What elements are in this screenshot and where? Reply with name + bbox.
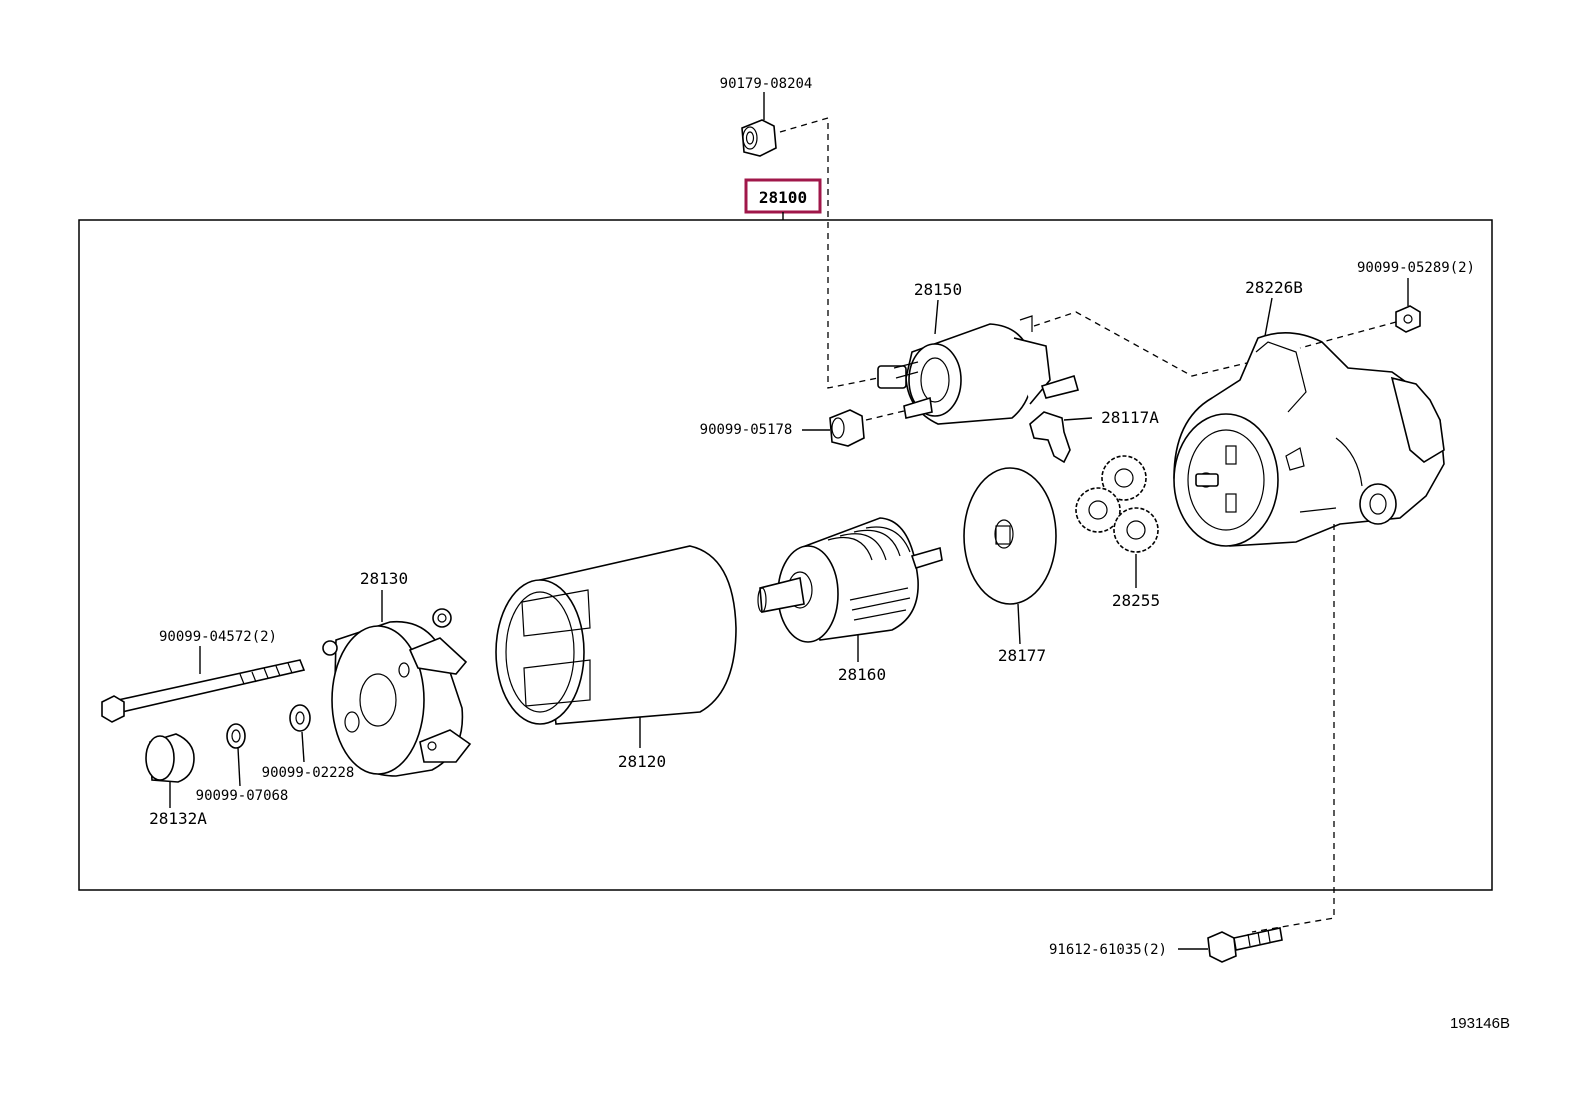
part-nut-90099-05178[interactable]: 90099-05178 [700, 409, 865, 447]
part-bolt-90099-04572[interactable]: 90099-04572(2) [101, 629, 306, 723]
part-armature-28160[interactable]: 28160 [757, 517, 943, 684]
label-28117A[interactable]: 28117A [1101, 408, 1159, 427]
label-90099-05178[interactable]: 90099-05178 [700, 422, 793, 438]
part-nut-90179-08204[interactable]: 90179-08204 [720, 76, 813, 157]
part-housing-28226B[interactable]: 28226B [1173, 278, 1445, 547]
label-28160[interactable]: 28160 [838, 665, 886, 684]
assembly-frame [78, 219, 1493, 891]
label-28150[interactable]: 28150 [914, 280, 962, 299]
label-28255[interactable]: 28255 [1112, 591, 1160, 610]
part-lever-28117A[interactable]: 28117A [1029, 408, 1159, 464]
part-washer-90099-02228[interactable]: 90099-02228 [262, 704, 355, 781]
label-28177[interactable]: 28177 [998, 646, 1046, 665]
label-28226B[interactable]: 28226B [1245, 278, 1303, 297]
part-solenoid-28150[interactable]: 28150 [877, 280, 1079, 425]
reference-code: 193146B [1450, 1015, 1510, 1032]
part-cap-28132A[interactable]: 28132A [145, 733, 207, 828]
label-91612-61035[interactable]: 91612-61035(2) [1049, 942, 1167, 958]
label-90099-04572[interactable]: 90099-04572(2) [159, 629, 277, 645]
part-gears-28255[interactable]: 28255 [1075, 455, 1160, 610]
assembly-number-label[interactable]: 28100 [759, 188, 807, 207]
label-90099-07068[interactable]: 90099-07068 [196, 788, 289, 804]
label-28120[interactable]: 28120 [618, 752, 666, 771]
part-yoke-28120[interactable]: 28120 [495, 545, 737, 771]
part-endframe-28130[interactable]: 28130 [322, 569, 472, 777]
label-90099-05289[interactable]: 90099-05289(2) [1357, 260, 1475, 276]
part-plate-28177[interactable]: 28177 [963, 467, 1057, 665]
label-28130[interactable]: 28130 [360, 569, 408, 588]
label-90099-02228[interactable]: 90099-02228 [262, 765, 355, 781]
label-28132A[interactable]: 28132A [149, 809, 207, 828]
part-washer-90099-07068[interactable]: 90099-07068 [196, 723, 289, 804]
label-90179-08204[interactable]: 90179-08204 [720, 76, 813, 92]
part-nut-90099-05289[interactable]: 90099-05289(2) [1357, 260, 1475, 333]
part-bolt-91612-61035[interactable]: 91612-61035(2) [1049, 927, 1283, 963]
